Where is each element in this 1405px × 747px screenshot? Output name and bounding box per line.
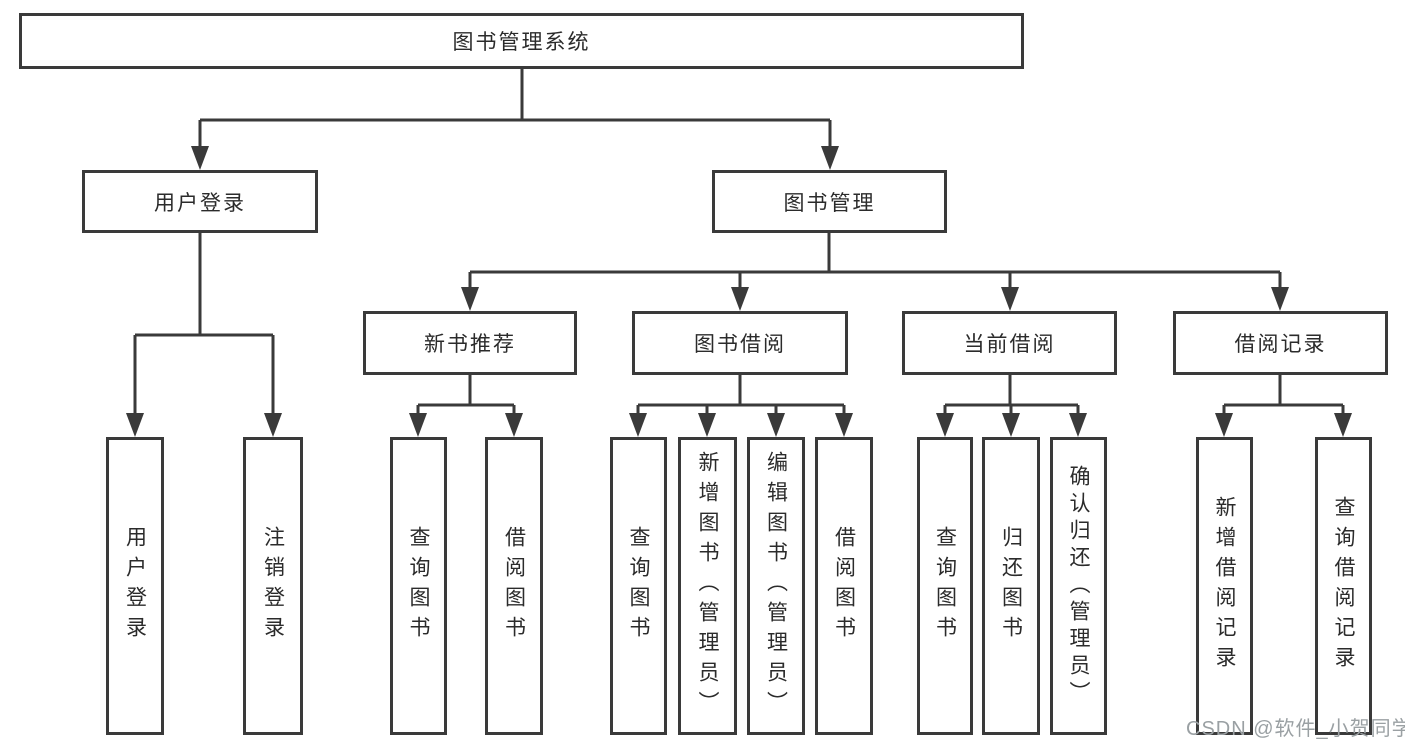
node-current-borrowing: 当前借阅: [902, 311, 1117, 375]
leaf-user-login: 用户登录: [106, 437, 164, 735]
leaf-label: 新增借阅记录: [1213, 496, 1236, 676]
node-label: 图书借阅: [694, 333, 786, 356]
node-book-management: 图书管理: [712, 170, 947, 233]
leaf-query-borrow-record: 查询借阅记录: [1315, 437, 1372, 735]
leaf-label: 借阅图书: [502, 526, 526, 646]
leaf-label: 查询图书: [627, 526, 650, 646]
node-user-login: 用户登录: [82, 170, 318, 233]
leaf-label: 查询借阅记录: [1332, 496, 1355, 676]
leaf-return-books: 归还图书: [982, 437, 1040, 735]
leaf-label: 注销登录: [261, 526, 285, 646]
node-label: 图书管理: [783, 191, 876, 215]
leaf-label: 归还图书: [999, 526, 1023, 646]
node-book-borrowing: 图书借阅: [632, 311, 848, 375]
leaf-add-borrow-record: 新增借阅记录: [1196, 437, 1253, 735]
node-label: 当前借阅: [963, 333, 1056, 356]
leaf-add-book-admin: 新增图书（管理员）: [678, 437, 737, 735]
leaf-confirm-return-admin: 确认归还（管理员）: [1050, 437, 1107, 735]
node-label: 图书管理系统: [452, 31, 591, 54]
arrowheads: [126, 146, 1352, 437]
leaf-query-books-current: 查询图书: [917, 437, 973, 735]
node-label: 新书推荐: [424, 333, 516, 356]
csdn-watermark: CSDN @软件_小贺同学: [1186, 718, 1405, 740]
leaf-borrow-books-borrowing: 借阅图书: [815, 437, 873, 735]
leaf-label: 确认归还（管理员）: [1067, 464, 1090, 708]
node-label: 用户登录: [154, 191, 246, 215]
leaf-edit-book-admin: 编辑图书（管理员）: [747, 437, 805, 735]
leaf-label: 借阅图书: [832, 526, 856, 646]
leaf-label: 新增图书（管理员）: [696, 451, 719, 721]
leaf-query-books-borrowing: 查询图书: [610, 437, 667, 735]
leaf-borrow-books-recommend: 借阅图书: [485, 437, 543, 735]
node-label: 借阅记录: [1234, 333, 1327, 356]
leaf-label: 查询图书: [933, 526, 957, 646]
leaf-label: 用户登录: [123, 526, 147, 646]
leaf-query-books-recommend: 查询图书: [390, 437, 447, 735]
leaf-label: 查询图书: [407, 526, 430, 646]
leaf-logout: 注销登录: [243, 437, 303, 735]
node-borrowing-records: 借阅记录: [1173, 311, 1388, 375]
node-library-management-system: 图书管理系统: [19, 13, 1024, 69]
node-new-book-recommendation: 新书推荐: [363, 311, 577, 375]
leaf-label: 编辑图书（管理员）: [764, 451, 788, 721]
